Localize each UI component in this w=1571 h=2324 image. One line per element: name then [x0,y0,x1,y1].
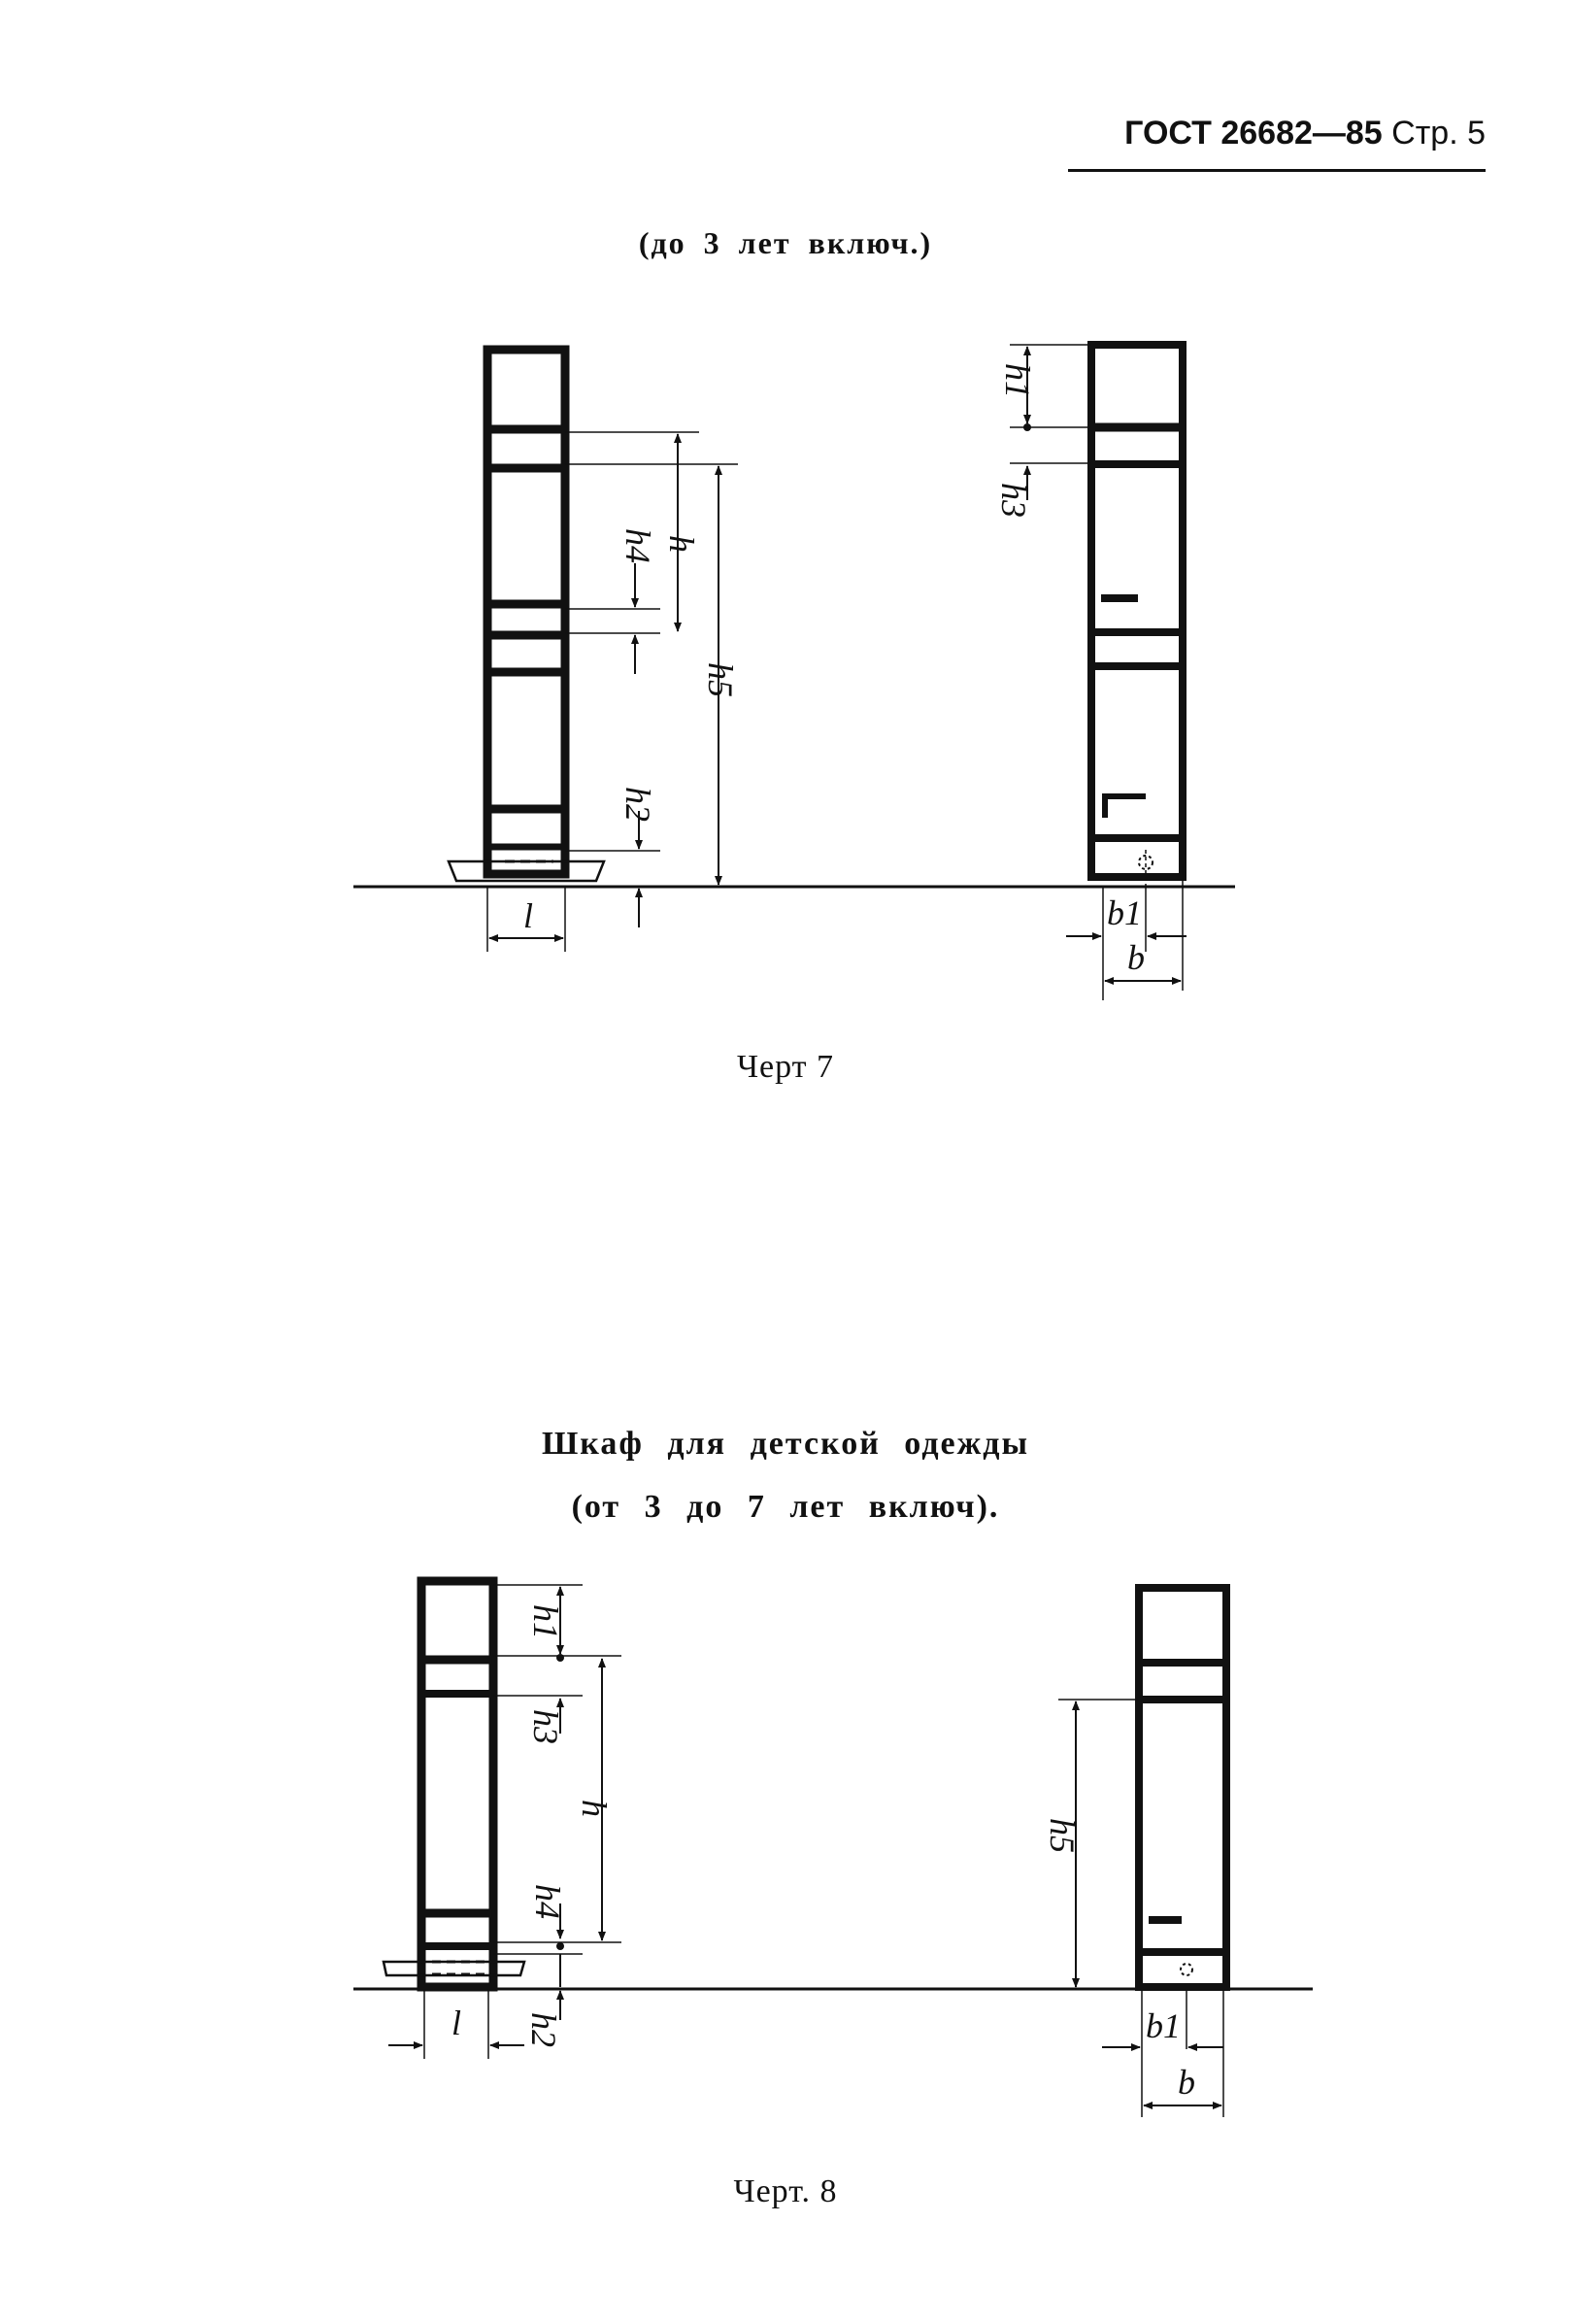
fig8-label-h3: h3 [526,1709,565,1744]
figure8-drawing: h1 h3 h h4 h2 l h5 b1 b [353,1576,1313,2117]
page-number: Стр. 5 [1391,115,1486,152]
standard-number: ГОСТ 26682—85 [1124,115,1383,152]
fig8-side-view [1135,1584,1230,1991]
fig7-label-h3: h3 [994,483,1033,518]
fig7-label-h2: h2 [618,787,657,822]
fig7-label-h1: h1 [998,363,1037,398]
header-rule [1068,169,1486,172]
fig8-label-h4: h4 [528,1884,567,1919]
fig8-label-b1: b1 [1146,2006,1181,2045]
fig7-front-view [447,345,606,883]
page-header: ГОСТ 26682—85 Стр. 5 [1068,115,1486,183]
page-header-text: ГОСТ 26682—85 Стр. 5 [1124,115,1486,152]
fig8-label-h2: h2 [524,2012,563,2047]
figure8-title: Шкаф для детской одежды [541,1426,1030,1462]
fig8-label-b: b [1178,2063,1195,2102]
figure7-subtitle: (до 3 лет включ.) [638,225,933,260]
fig8-label-h1: h1 [526,1604,565,1639]
fig8-label-h5: h5 [1043,1818,1082,1853]
fig7-label-l: l [523,896,533,935]
figure8-caption: Черт. 8 [733,2173,838,2209]
fig7-label-h5: h5 [701,662,740,697]
fig8-label-h: h [575,1800,614,1817]
fig7-label-h: h [662,535,701,553]
fig8-front-view [382,1576,526,1992]
fig7-side-view [1087,341,1187,889]
figure7-drawing: h h5 h4 h2 l h1 h3 b1 b [353,341,1235,1000]
fig7-label-b: b [1127,938,1145,977]
fig7-label-b1: b1 [1107,893,1142,932]
figure7-caption: Черт 7 [736,1049,835,1085]
fig8-label-l: l [451,2004,461,2042]
fig7-label-h4: h4 [618,528,657,563]
figure8-subtitle: (от 3 до 7 лет включ). [571,1489,1000,1525]
